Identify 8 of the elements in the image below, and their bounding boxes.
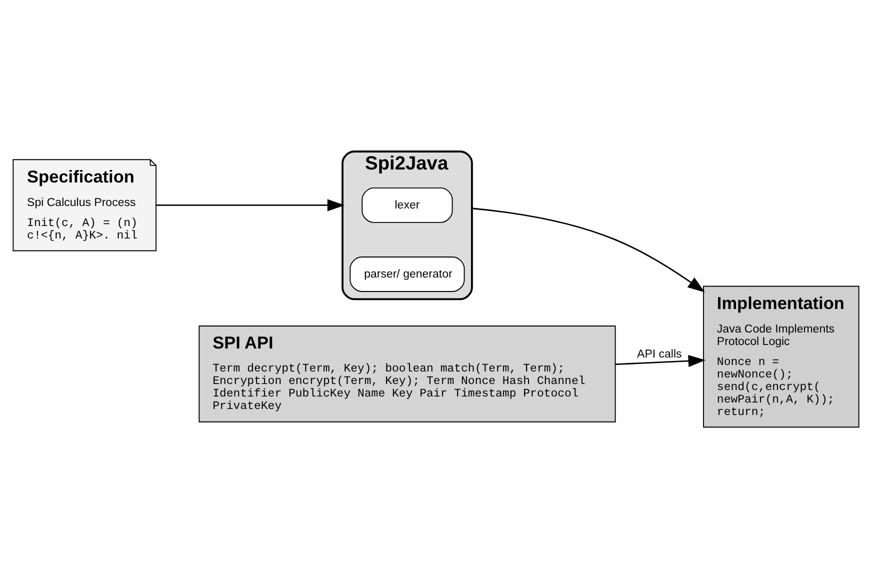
node-box: SPI API Term decrypt(Term, Key); boolean match(Term, Term); Encryption encrypt(Term, Key); Term Nonce Hash Channel Identifier PublicKey Name Key Pair Timestamp Protocol PrivateKey [198, 326, 616, 422]
arrow [472, 208, 705, 292]
arrow [156, 199, 345, 212]
node-box: Implementation Java Code Implements Protocol Logic Nonce n = newNonce(); send(c,encrypt( newPair(n,A, K)); return; [703, 286, 860, 428]
node-box: parser/ generator [350, 256, 465, 292]
node-box: lexer [362, 187, 453, 223]
edge-label: API calls [637, 348, 682, 360]
arrow [615, 354, 706, 367]
